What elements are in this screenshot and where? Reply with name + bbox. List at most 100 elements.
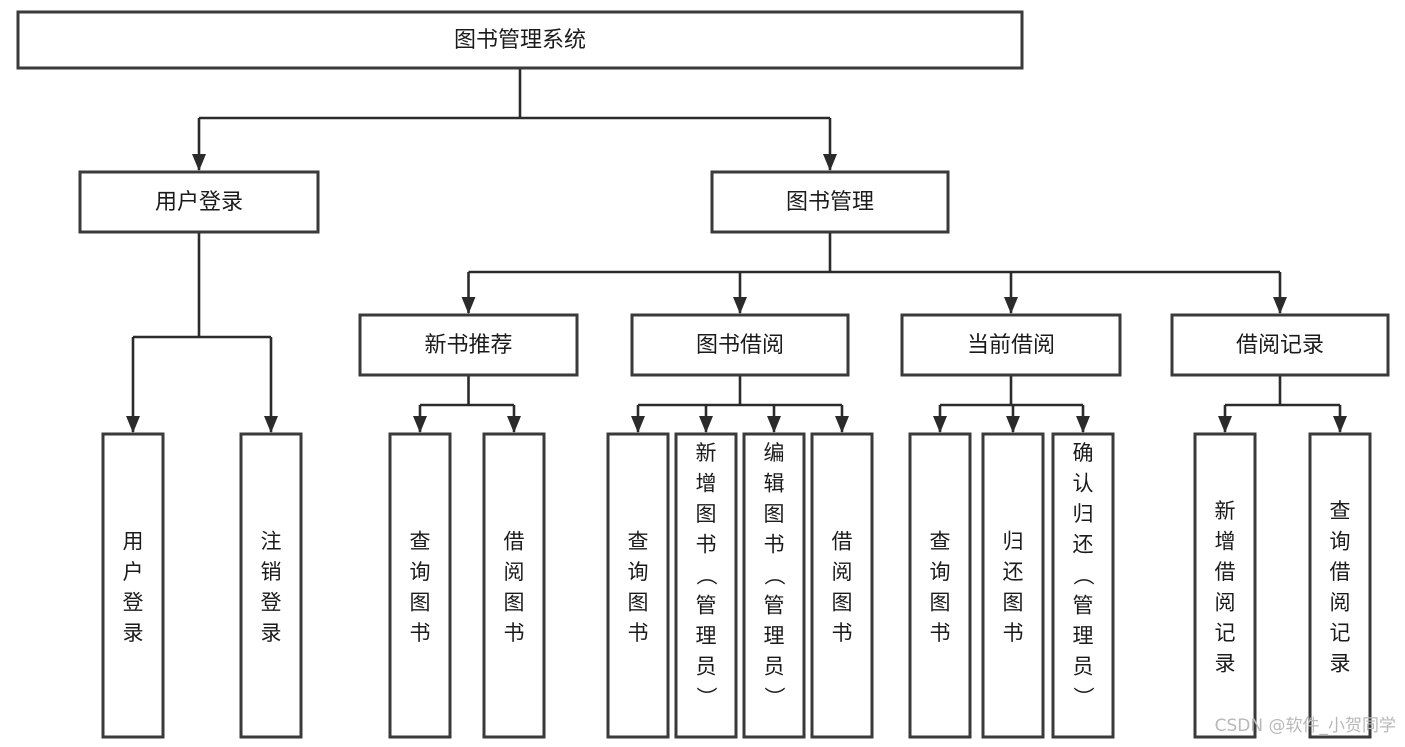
leaf-label-char: 录: [261, 621, 282, 645]
csdn-watermark: CSDN @软件_小贺同学: [1215, 716, 1396, 736]
leaf-label-char: 书: [930, 621, 951, 645]
arrow-to-leaf-confirm-return: [1076, 416, 1090, 433]
leaf-label-char: 理: [696, 624, 717, 648]
leaf-label-char: 增: [696, 472, 717, 496]
leaf-label-char: 新: [696, 441, 717, 465]
node-label-new-book-recommend: 新书推荐: [424, 333, 512, 358]
leaf-label-char: 录: [123, 621, 144, 645]
node-box-root[interactable]: [16, 10, 1024, 70]
leaf-box-leaf-query-book-2[interactable]: [606, 432, 670, 739]
leaf-label-char: 登: [123, 591, 144, 615]
leaf-label-char: 图: [1003, 591, 1024, 615]
leaf-label-char: 归: [1003, 530, 1024, 554]
leaf-box-leaf-query-book-3[interactable]: [908, 432, 972, 739]
leaf-label-char: 记: [1330, 621, 1351, 645]
node-book-borrow[interactable]: 图书借阅: [630, 313, 850, 377]
leaf-label-char: （: [762, 565, 786, 586]
node-label-book-borrow: 图书借阅: [696, 333, 784, 358]
leaf-box-leaf-borrow-book-1[interactable]: [482, 432, 546, 739]
arrow-to-borrow-record: [1273, 297, 1287, 314]
node-box-current-borrow[interactable]: [900, 313, 1122, 377]
leaf-label-char: 书: [628, 621, 649, 645]
leaf-box-leaf-borrow-book-2[interactable]: [810, 432, 874, 739]
arrow-to-leaf-user-login: [126, 416, 140, 433]
leaf-box-leaf-user-login[interactable]: [101, 432, 165, 739]
leaf-label-char: 理: [764, 624, 785, 648]
connector-layer: [126, 68, 1347, 433]
leaf-label-char: 询: [628, 560, 649, 584]
node-borrow-record[interactable]: 借阅记录: [1170, 313, 1390, 377]
node-label-root: 图书管理系统: [454, 28, 586, 53]
node-box-borrow-record[interactable]: [1170, 313, 1390, 377]
leaf-label-char: 图: [628, 591, 649, 615]
node-book-manage[interactable]: 图书管理: [710, 170, 950, 234]
leaf-label-char: 归: [1073, 502, 1094, 526]
leaf-box-leaf-confirm-return[interactable]: [1051, 432, 1115, 739]
arrow-to-leaf-query-book-2: [631, 416, 645, 433]
node-new-book-recommend[interactable]: 新书推荐: [358, 313, 579, 377]
node-box-new-book-recommend[interactable]: [358, 313, 579, 377]
leaf-label-char: 图: [832, 591, 853, 615]
leaf-label-char: 书: [696, 533, 717, 557]
node-box-user-login[interactable]: [78, 170, 320, 234]
node-box-book-manage[interactable]: [710, 170, 950, 234]
leaf-label-char: 书: [410, 621, 431, 645]
leaf-label-char: 阅: [832, 560, 853, 584]
arrow-to-book-manage: [823, 154, 837, 171]
leaf-label-char: 用: [123, 530, 144, 554]
leaf-label-char: 图: [410, 591, 431, 615]
leaf-label-char: 查: [628, 530, 649, 554]
leaf-box-leaf-add-book[interactable]: [674, 432, 738, 739]
leaf-label-char: 员: [696, 655, 717, 679]
leaf-label-char: 借: [1330, 560, 1351, 584]
leaf-box-leaf-edit-book[interactable]: [742, 432, 806, 739]
leaf-label-char: 书: [1003, 621, 1024, 645]
leaf-label-char: 员: [1073, 655, 1094, 679]
leaf-label-char: 借: [1215, 560, 1236, 584]
leaf-box-leaf-query-book-1[interactable]: [388, 432, 452, 739]
leaf-label-char: 还: [1003, 560, 1024, 584]
leaf-label-char: 借: [504, 530, 525, 554]
arrow-to-leaf-query-book-3: [933, 416, 947, 433]
arrow-to-new-book-recommend: [461, 297, 476, 314]
leaf-box-leaf-query-record[interactable]: [1308, 432, 1372, 739]
leaf-label-char: 查: [1330, 499, 1351, 523]
arrow-to-leaf-return-book: [1006, 416, 1020, 433]
leaf-box-leaf-return-book[interactable]: [981, 432, 1045, 739]
leaf-label-char: 登: [261, 591, 282, 615]
node-user-login[interactable]: 用户登录: [78, 170, 320, 234]
leaf-label-char: 询: [1330, 530, 1351, 554]
arrow-to-leaf-borrow-book-2: [835, 416, 849, 433]
node-current-borrow[interactable]: 当前借阅: [900, 313, 1122, 377]
leaf-label-char: 还: [1073, 533, 1094, 557]
node-label-book-manage: 图书管理: [786, 190, 874, 215]
leaf-label-char: 新: [1215, 499, 1236, 523]
leaf-label-char: 阅: [504, 560, 525, 584]
leaf-label-char: （: [694, 565, 718, 586]
leaf-label-char: 录: [1330, 652, 1351, 676]
node-box-book-borrow[interactable]: [630, 313, 850, 377]
arrow-to-leaf-query-book-1: [413, 416, 427, 433]
leaf-box-leaf-logout[interactable]: [239, 432, 303, 739]
leaf-label-char: 记: [1215, 621, 1236, 645]
node-root[interactable]: 图书管理系统: [16, 10, 1024, 70]
leaf-box-leaf-add-record[interactable]: [1193, 432, 1257, 739]
leaf-label-char: ）: [1071, 687, 1095, 708]
leaf-label-char: 借: [832, 530, 853, 554]
leaf-leaf-user-login[interactable]: 用户登录: [101, 432, 165, 739]
leaf-label-char: 增: [1215, 530, 1236, 554]
